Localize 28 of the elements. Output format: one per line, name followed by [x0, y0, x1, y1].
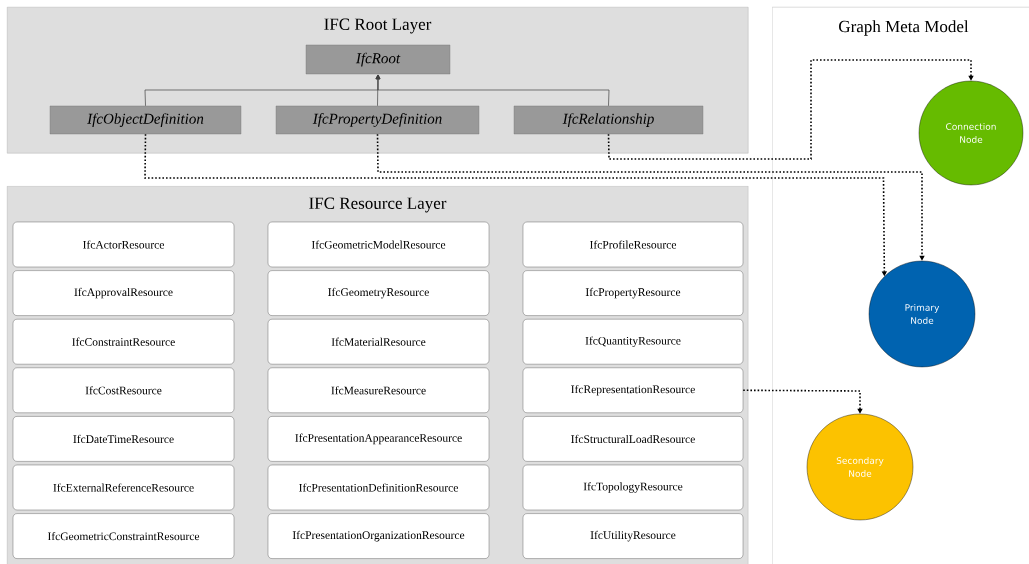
dotted-arrow [607, 59, 974, 160]
resource-box: IfcMeasureResource [267, 367, 490, 413]
resource-box: IfcActorResource [12, 221, 235, 268]
inheritance-arrow [375, 74, 610, 107]
resource-box: IfcUtilityResource [522, 513, 744, 559]
resource-box: IfcExternalReferenceResource [12, 464, 235, 511]
resource-box: IfcPresentationOrganizationResource [267, 513, 490, 559]
resource-box: IfcPresentationDefinitionResource [267, 464, 490, 511]
resource-box: IfcRepresentationResource [522, 367, 744, 413]
resource-box: IfcGeometricModelResource [267, 221, 490, 268]
resource-box: IfcGeometryResource [267, 270, 490, 316]
resource-box: IfcGeometricConstraintResource [12, 513, 235, 559]
resource-box: IfcPropertyResource [522, 270, 744, 316]
resource-box: IfcConstraintResource [12, 319, 235, 365]
resource-box: IfcStructuralLoadResource [522, 416, 744, 462]
resource-box: IfcQuantityResource [522, 319, 744, 365]
class-box: IfcObjectDefinition [49, 105, 242, 135]
resource-box: IfcCostResource [12, 367, 235, 413]
class-box: IfcRoot [305, 44, 451, 75]
resource-box: IfcTopologyResource [522, 464, 744, 511]
resource-box: IfcDateTimeResource [12, 416, 235, 462]
dotted-arrow [376, 133, 925, 261]
resource-box: IfcApprovalResource [12, 270, 235, 316]
resource-box: IfcMaterialResource [267, 319, 490, 365]
class-box: IfcRelationship [513, 105, 704, 135]
class-box: IfcPropertyDefinition [275, 105, 480, 135]
resource-box: IfcPresentationAppearanceResource [267, 416, 490, 462]
resource-box: IfcProfileResource [522, 221, 744, 268]
